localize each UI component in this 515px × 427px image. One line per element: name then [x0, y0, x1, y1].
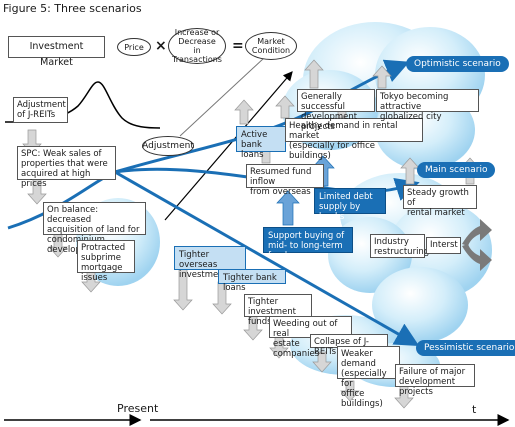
arrow-optimistic-scenario — [114, 59, 410, 174]
label-support-buying: Support buying of mid- to long-term fund… — [263, 227, 353, 261]
label-tighter-overseas: Tighter overseas investment — [174, 246, 246, 280]
label-limited-debt: Limited debt supply by banks — [314, 188, 386, 222]
down-arrow-onbalance — [48, 232, 68, 258]
label-failure: Failure of major development projects — [395, 364, 475, 397]
label-tokyo: Tokyo becoming attractive globalized cit… — [376, 89, 479, 122]
down-arrow-spc — [27, 177, 47, 205]
times-operator: × — [155, 38, 167, 54]
label-steady-growth: Steady growth of rental market — [403, 185, 477, 218]
scenario-optimistic: Optimistic scenario — [406, 56, 509, 72]
label-adjustment: Adjustment — [142, 136, 194, 156]
label-interest: Interst — [426, 237, 461, 254]
arrow-optimistic-trend — [164, 71, 293, 221]
label-industry: Industry restructuring — [370, 234, 429, 258]
down-arrow-weaker — [340, 380, 360, 402]
label-weaker-demand: Weaker demand (especially for office bui… — [337, 346, 400, 409]
scenario-pessimistic: Pessimistic scenario — [416, 340, 515, 356]
down-arrow-weeding — [269, 335, 289, 359]
label-subprime: Protracted subprime mortgage issues — [77, 240, 135, 283]
down-arrow-collapse — [312, 351, 332, 373]
label-tighter-funds: Tighter investment funds — [244, 294, 312, 327]
price-ellipse: Price — [117, 38, 151, 56]
label-generally-successful: Generally successful development project… — [297, 89, 375, 132]
up-arrow-steady — [400, 157, 420, 185]
up-arrow-support — [276, 190, 300, 226]
arrow-pessimistic-scenario — [114, 170, 420, 346]
label-weeding: Weeding out of real estate companies — [269, 316, 352, 359]
label-on-balance: On balance: decreased acquisition of lan… — [43, 202, 146, 255]
label-resumed-fund: Resumed fund inflow from overseas — [246, 164, 324, 197]
label-healthy-demand: Healthy demand in rental market (especia… — [285, 118, 423, 161]
transactions-ellipse: Increase or Decrease in Transactions — [168, 28, 226, 64]
up-arrow-active-bank — [234, 99, 254, 125]
scenario-main: Main scenario — [417, 162, 496, 178]
interest-arrows — [462, 219, 492, 271]
timeline-present: Present — [117, 402, 159, 415]
label-spc: SPC: Weak sales of properties that were … — [17, 146, 116, 189]
down-arrow-bank — [212, 281, 232, 315]
equals-operator: = — [232, 38, 244, 54]
up-arrow-healthy — [275, 95, 295, 119]
timeline-t: t — [472, 403, 477, 416]
figure-title: Figure 5: Three scenarios — [3, 2, 142, 15]
up-arrow-tokyo — [372, 65, 392, 89]
up-arrow-generally — [304, 59, 324, 89]
line-condition-adjustment — [179, 57, 265, 137]
label-active-bank: Active bank loans — [236, 126, 286, 160]
market-condition-ellipse: Market Condition — [245, 32, 297, 60]
label-adjustment-jreit: Adjustment of J-REITs — [13, 97, 68, 123]
investment-market-box: Investment Market — [8, 36, 105, 68]
label-tighter-bank: Tighter bank loans — [218, 269, 286, 293]
